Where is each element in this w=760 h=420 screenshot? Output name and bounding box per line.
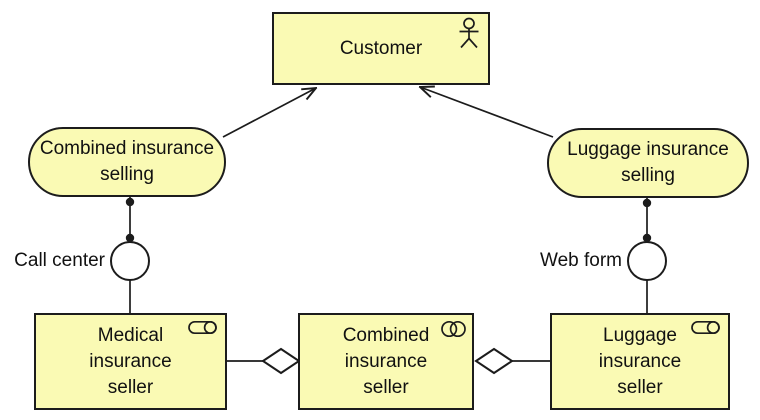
node-call-center-interface[interactable] [110, 241, 150, 281]
assignment-luggage-selling-to-web-form [642, 198, 652, 243]
node-luggage-insurance-seller-label: Luggage insurance seller [598, 324, 682, 398]
node-medical-insurance-seller[interactable]: Medical insurance seller [34, 313, 227, 410]
node-web-form-interface[interactable] [627, 241, 667, 281]
node-combined-insurance-seller[interactable]: Combined insurance seller [298, 313, 474, 410]
call-center-interface-label: Call center [14, 250, 105, 271]
node-customer[interactable]: Customer [272, 12, 490, 85]
node-luggage-insurance-selling[interactable]: Luggage insurance selling [547, 128, 749, 198]
business-role-icon [691, 320, 720, 335]
aggregation-combined-seller-medical-seller [227, 347, 301, 375]
serving-combined-selling-to-customer [222, 88, 316, 138]
node-medical-insurance-seller-label: Medical insurance seller [89, 324, 172, 398]
business-actor-icon [459, 17, 479, 49]
node-customer-label: Customer [339, 37, 423, 59]
assignment-combined-selling-to-call-center [125, 197, 135, 243]
node-combined-insurance-seller-label: Combined insurance seller [342, 324, 430, 398]
business-role-icon [188, 320, 217, 335]
business-collaboration-icon [441, 320, 466, 338]
node-combined-insurance-selling-label: Combined insurance selling [39, 138, 215, 185]
web-form-interface-label: Web form [539, 250, 622, 271]
serving-luggage-selling-to-customer [420, 87, 554, 138]
node-luggage-insurance-seller[interactable]: Luggage insurance seller [550, 313, 730, 410]
aggregation-combined-seller-luggage-seller [474, 347, 550, 375]
node-luggage-insurance-selling-label: Luggage insurance selling [567, 139, 729, 186]
node-combined-insurance-selling[interactable]: Combined insurance selling [28, 127, 226, 197]
